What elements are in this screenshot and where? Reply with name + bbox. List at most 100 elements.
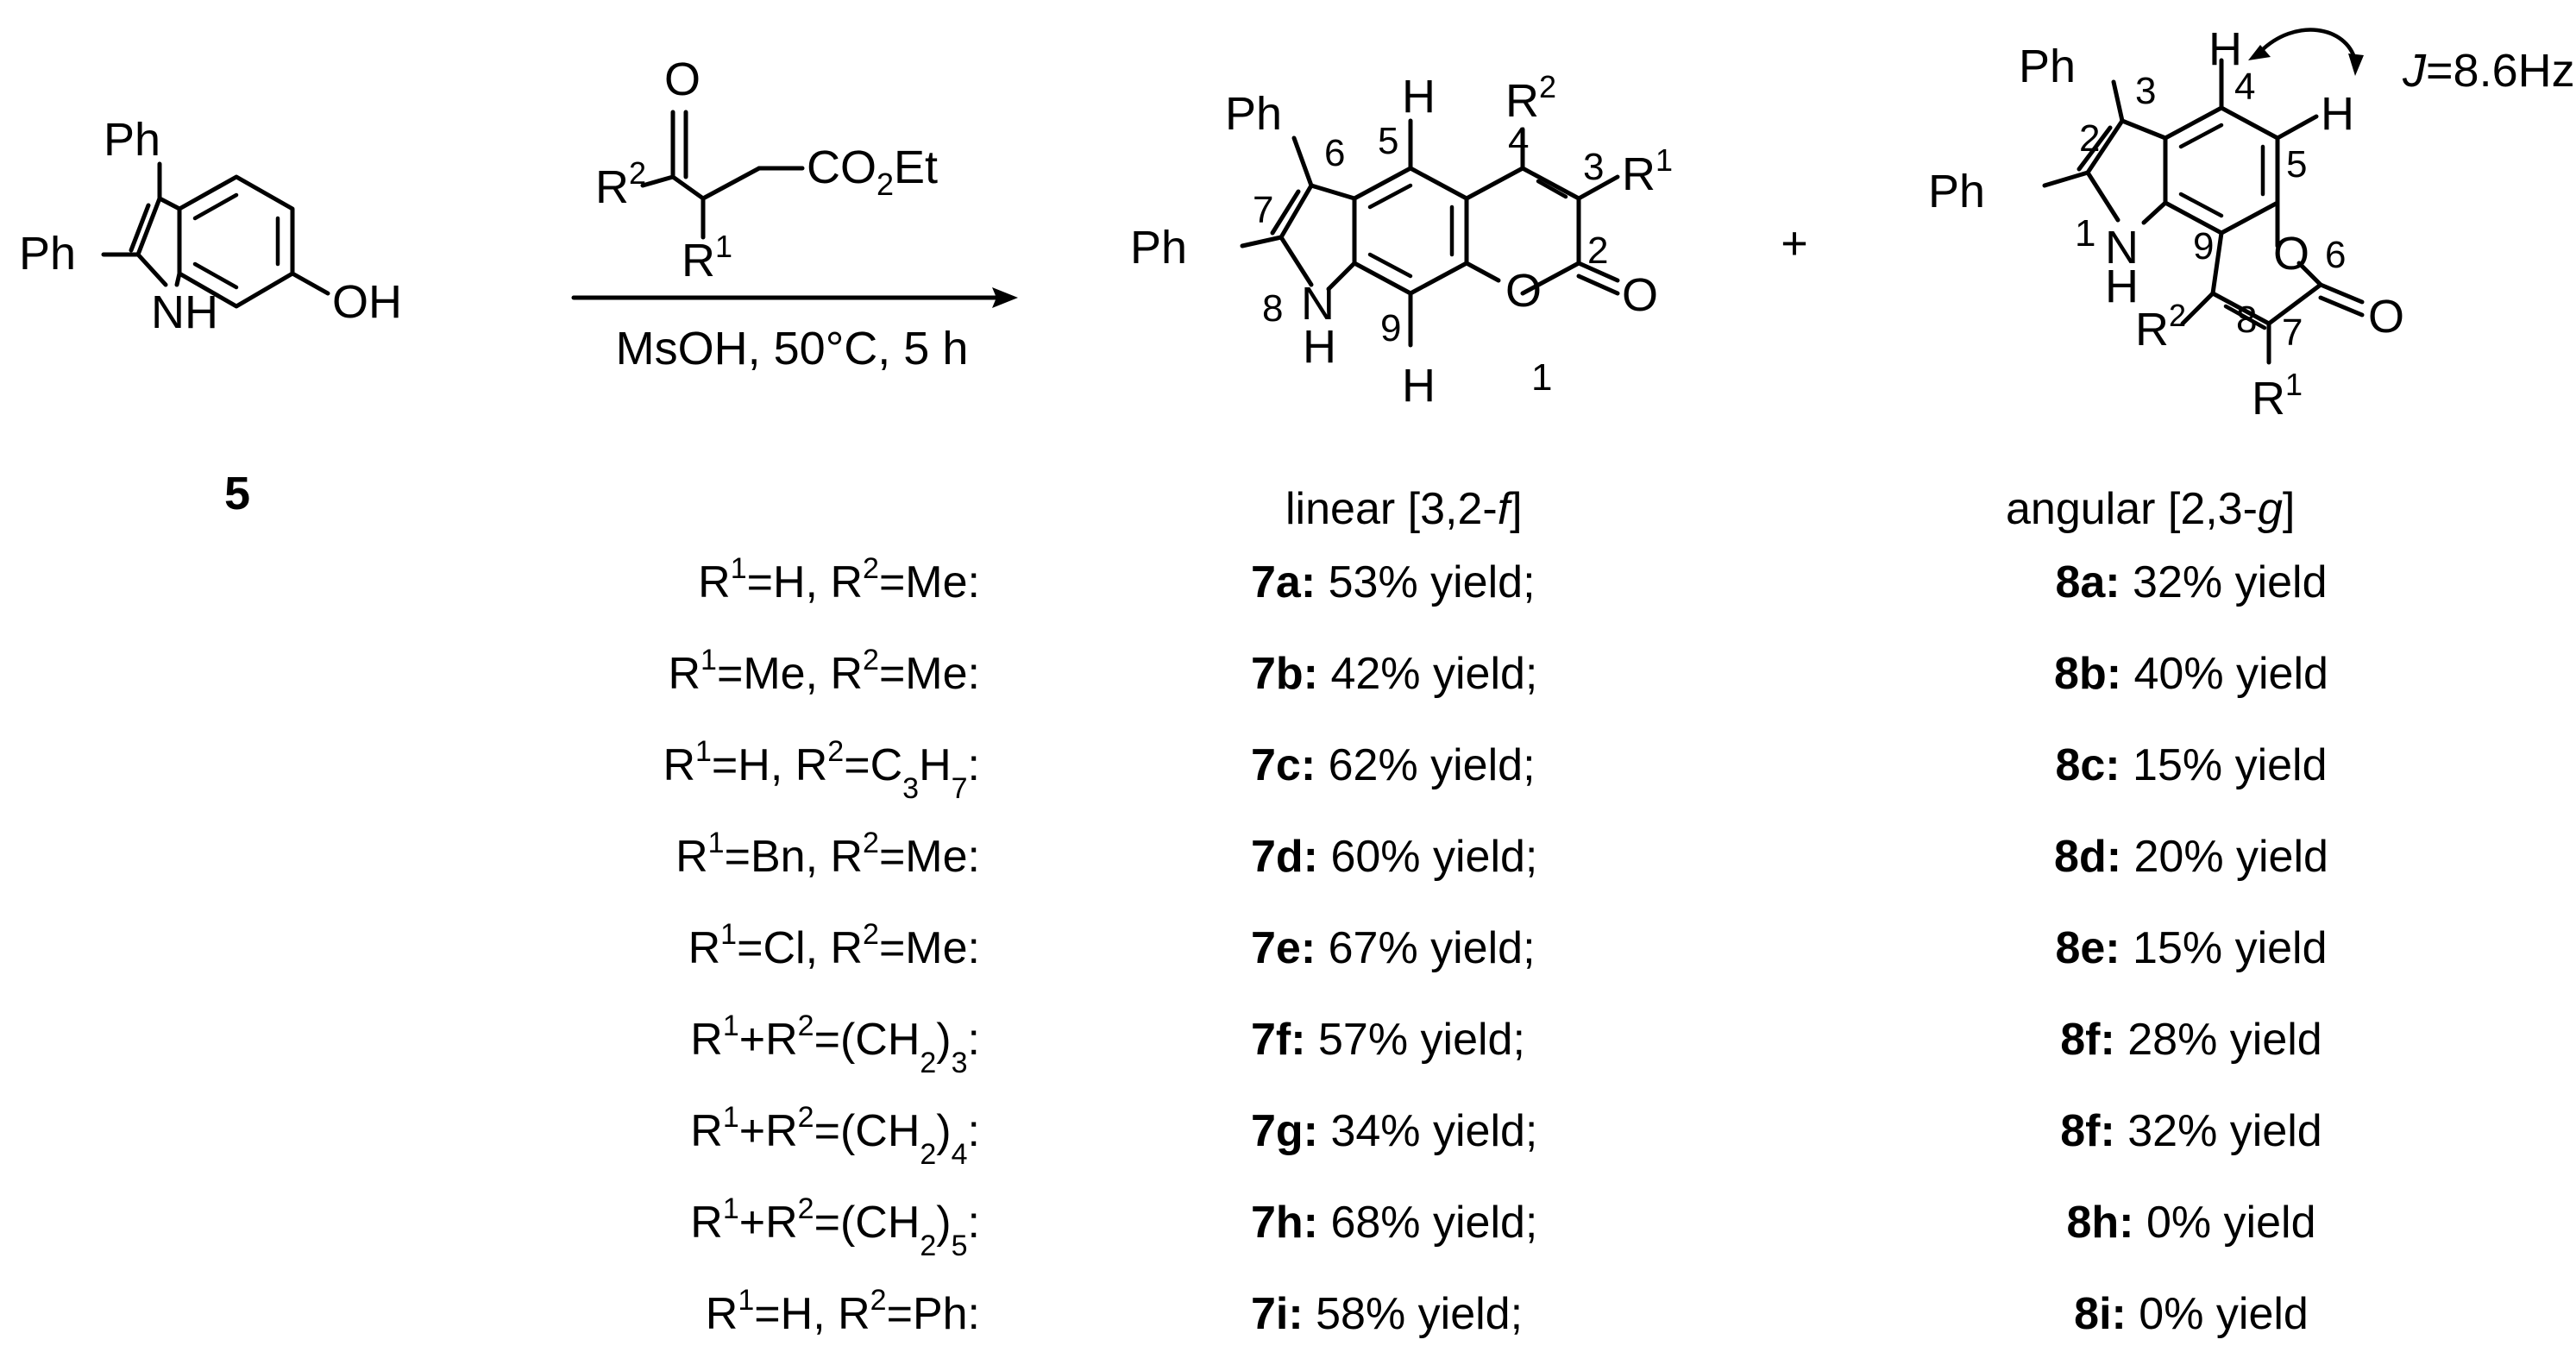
linear-product-7: Ph Ph H H H N O O R2 R1 1 2 3 4 5 6 7 8 …	[1130, 69, 1673, 412]
substituent-conditions: R1=H, R2=Me:	[698, 551, 980, 607]
substituent-conditions: R1=Bn, R2=Me:	[675, 826, 980, 882]
atom-locant: 8	[1262, 287, 1283, 330]
substituent-conditions: R1=H, R2=C3H7:	[663, 734, 980, 806]
substituent-conditions: R1+R2=(CH2)3:	[690, 1009, 980, 1080]
r2-label: R2	[595, 155, 646, 213]
phenyl-label: Ph	[1130, 222, 1187, 274]
nh-label: H	[1303, 321, 1336, 373]
angular-yield: 8f: 32% yield	[1993, 1101, 2390, 1161]
oxygen-label: O	[664, 53, 701, 105]
yield-value: 42% yield;	[1318, 649, 1538, 699]
reagent-ketoester: O R2 CO2Et R1	[595, 53, 938, 286]
ring-oxygen-label: O	[1505, 265, 1542, 317]
yield-value: 20% yield	[2121, 832, 2328, 882]
compound-5-label: 5	[224, 468, 250, 519]
linear-yield: 7a: 53% yield;	[1251, 552, 1613, 613]
yield-value: 40% yield	[2121, 649, 2328, 699]
atom-locant: 3	[1583, 146, 1604, 188]
r1-label: R1	[2252, 367, 2303, 425]
phenyl-label: Ph	[104, 114, 160, 166]
compound-id: 7i:	[1251, 1289, 1304, 1339]
phenyl-label: Ph	[19, 228, 76, 280]
atom-locant: 9	[1380, 307, 1401, 349]
angular-yield: 8f: 28% yield	[1993, 1010, 2390, 1070]
hydrogen-label: H	[2208, 23, 2242, 75]
atom-locant: 1	[2075, 212, 2095, 255]
atom-locant: 6	[1324, 132, 1345, 174]
substituent-conditions: R1=H, R2=Ph:	[705, 1283, 980, 1339]
compound-id: 7a:	[1251, 557, 1316, 607]
substituent-conditions: R1=Me, R2=Me:	[668, 643, 980, 699]
yield-value: 0% yield	[2126, 1289, 2309, 1339]
carbonyl-oxygen-label: O	[1622, 269, 1658, 321]
atom-locant: 5	[2286, 143, 2307, 186]
yield-value: 58% yield;	[1303, 1289, 1524, 1339]
compound-id: 8d:	[2054, 832, 2122, 882]
compound-id: 8c:	[2055, 740, 2120, 790]
angular-yield: 8b: 40% yield	[1993, 644, 2390, 704]
angular-yield: 8e: 15% yield	[1993, 918, 2390, 978]
hydrogen-label: H	[1402, 71, 1436, 123]
atom-locant: 2	[2079, 117, 2100, 160]
compound-id: 8i:	[2074, 1289, 2127, 1339]
hydroxyl-label: OH	[332, 276, 402, 328]
atom-locant: 7	[1253, 189, 1273, 231]
compound-id: 8a:	[2055, 557, 2120, 607]
reaction-arrow	[571, 287, 1018, 308]
compound-id: 7c:	[1251, 740, 1316, 790]
coupling-constant-label: J=8.6Hz	[2402, 45, 2575, 97]
compound-id: 7f:	[1251, 1015, 1306, 1065]
atom-locant: 8	[2236, 299, 2257, 341]
angular-product-caption: angular [2,3-g]	[2006, 484, 2296, 534]
atom-locant: 6	[2325, 234, 2346, 276]
linear-product-caption: linear [3,2-f]	[1285, 484, 1523, 534]
angular-product-8: J=8.6Hz Ph Ph H H N H O O R2 R1 1 2 3 4 …	[1928, 23, 2575, 425]
reaction-conditions: MsOH, 50°C, 5 h	[616, 323, 969, 374]
atom-locant: 3	[2135, 70, 2156, 112]
nh-label: NH	[151, 286, 218, 338]
atom-locant: 1	[1531, 356, 1552, 399]
atom-locant: 2	[1587, 230, 1608, 272]
yield-value: 34% yield;	[1318, 1106, 1538, 1156]
compound-id: 8e:	[2055, 923, 2120, 973]
compound-id: 8f:	[2060, 1015, 2115, 1065]
linear-yield: 7h: 68% yield;	[1251, 1192, 1613, 1253]
linear-yield: 7d: 60% yield;	[1251, 827, 1613, 887]
r1-label: R1	[682, 229, 732, 286]
nh-label: H	[2105, 261, 2139, 312]
compound-id: 7b:	[1251, 649, 1318, 699]
starting-material-5: Ph Ph NH OH 5	[19, 114, 402, 519]
carbonyl-oxygen-label: O	[2368, 291, 2404, 343]
compound-id: 7d:	[1251, 832, 1318, 882]
yield-value: 32% yield	[2120, 557, 2328, 607]
atom-locant: 5	[1378, 120, 1398, 162]
linear-yield: 7c: 62% yield;	[1251, 735, 1613, 796]
yield-value: 15% yield	[2120, 923, 2328, 973]
r1-label: R1	[1622, 142, 1673, 200]
plus-sign: +	[1781, 217, 1808, 269]
substituent-conditions: R1+R2=(CH2)5:	[690, 1192, 980, 1263]
linear-yield: 7i: 58% yield;	[1251, 1284, 1613, 1344]
linear-yield: 7f: 57% yield;	[1251, 1010, 1613, 1070]
hydrogen-label: H	[1402, 360, 1436, 412]
yield-value: 57% yield;	[1305, 1015, 1525, 1065]
yield-value: 62% yield;	[1316, 740, 1536, 790]
linear-yield: 7e: 67% yield;	[1251, 918, 1613, 978]
compound-id: 8b:	[2054, 649, 2122, 699]
hydrogen-label: H	[2321, 88, 2354, 140]
atom-locant: 4	[2234, 66, 2255, 108]
compound-id: 8h:	[2066, 1198, 2134, 1248]
angular-yield: 8a: 32% yield	[1993, 552, 2390, 613]
angular-yield: 8i: 0% yield	[1993, 1284, 2390, 1344]
yield-value: 0% yield	[2133, 1198, 2316, 1248]
yield-value: 60% yield;	[1318, 832, 1538, 882]
yield-value: 28% yield	[2114, 1015, 2322, 1065]
angular-yield: 8d: 20% yield	[1993, 827, 2390, 887]
yield-value: 53% yield;	[1316, 557, 1536, 607]
r2-label: R2	[2135, 298, 2186, 355]
ester-label: CO2Et	[807, 142, 938, 202]
nh-label: N	[2105, 222, 2139, 274]
nh-label: N	[1301, 278, 1335, 330]
compound-id: 7h:	[1251, 1198, 1318, 1248]
